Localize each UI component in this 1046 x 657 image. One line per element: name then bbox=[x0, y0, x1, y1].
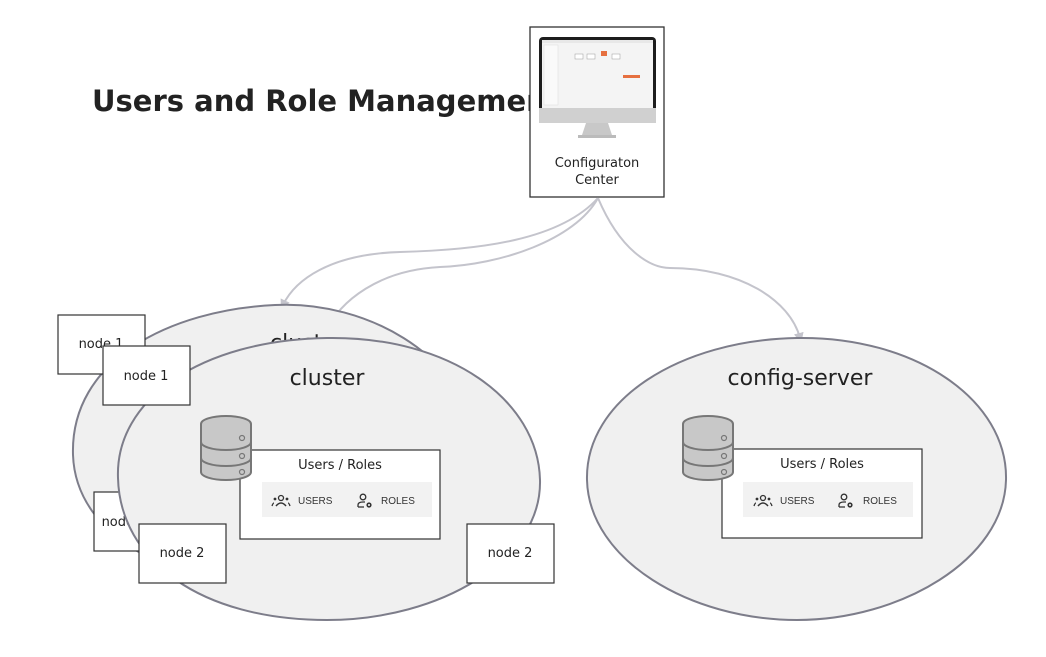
cluster-label: cluster bbox=[290, 366, 366, 391]
cluster-front[interactable]: cluster node 1 node 2 node 2 Users / Rol… bbox=[102, 336, 555, 622]
node-label: node 1 bbox=[124, 369, 169, 384]
panel-title: Users / Roles bbox=[780, 457, 864, 472]
roles-tab-label: ROLES bbox=[863, 496, 897, 507]
panel-title: Users / Roles bbox=[298, 458, 382, 473]
roles-tab[interactable]: ROLES bbox=[357, 493, 415, 509]
monitor-icon bbox=[539, 37, 656, 138]
page-title: Users and Role Management bbox=[92, 84, 561, 118]
users-tab[interactable]: USERS bbox=[271, 494, 333, 508]
arrow-to-config-server bbox=[597, 197, 804, 343]
config-center-label-line2: Center bbox=[575, 173, 619, 188]
users-tab-label: USERS bbox=[298, 496, 333, 507]
node-label: node 2 bbox=[488, 546, 533, 561]
config-server[interactable]: config-server Users / Roles USERS ROLES bbox=[585, 336, 1008, 622]
config-server-label: config-server bbox=[728, 366, 874, 391]
config-center-label-line1: Configuraton bbox=[555, 156, 640, 171]
arrow-to-cluster-front bbox=[322, 197, 599, 338]
users-roles-panel: Users / Roles USERS ROLES bbox=[721, 448, 923, 539]
connector-arrows bbox=[280, 197, 804, 343]
users-tab[interactable]: USERS bbox=[753, 494, 815, 508]
database-icon bbox=[200, 415, 252, 481]
arrow-to-cluster-back bbox=[280, 197, 599, 310]
roles-tab-label: ROLES bbox=[381, 496, 415, 507]
node-box[interactable]: node 2 bbox=[138, 523, 227, 584]
database-icon bbox=[682, 415, 734, 481]
roles-tab[interactable]: ROLES bbox=[838, 493, 897, 509]
users-tab-label: USERS bbox=[780, 496, 815, 507]
configuration-center[interactable]: Configuraton Center bbox=[529, 26, 665, 198]
node-label: node 2 bbox=[160, 546, 205, 561]
users-roles-panel: Users / Roles USERS ROLES bbox=[239, 449, 441, 540]
node-box[interactable]: node 1 bbox=[102, 345, 191, 406]
node-box[interactable]: node 2 bbox=[466, 523, 555, 584]
